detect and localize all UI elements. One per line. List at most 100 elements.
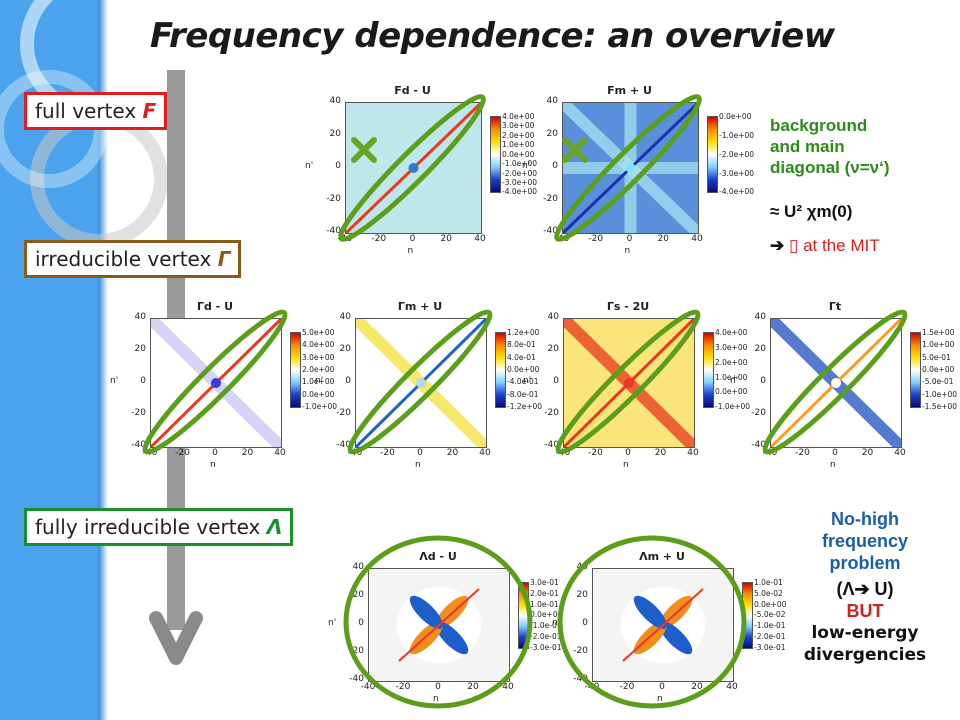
y-tick-label: -20 xyxy=(349,646,364,656)
plot-title: Γs - 2U xyxy=(606,300,650,313)
colorbar-label: 4.0e+00 xyxy=(502,112,535,121)
colorbar-label: -1.5e+00 xyxy=(922,402,958,412)
colorbar-label: -1.0e+00 xyxy=(302,402,338,412)
plot-title: Fd - U xyxy=(394,84,431,97)
fully-irreducible-vertex-box: fully irreducible vertex Λ xyxy=(24,508,294,546)
colorbar-label: 0.0e+00 xyxy=(719,112,752,121)
x-axis-label: n xyxy=(657,694,663,704)
colorbar-label: 1.0e+00 xyxy=(715,372,748,382)
x-tick-label: 0 xyxy=(832,448,838,458)
colorbar-label: -3.0e-01 xyxy=(754,642,786,652)
but-label: BUT xyxy=(846,601,884,621)
colorbar-label: 1.2e+00 xyxy=(507,328,540,337)
colorbar-label: -1.0e+00 xyxy=(502,159,538,169)
colorbar-label: 3.0e+00 xyxy=(302,352,335,362)
low-energy-line-1: low-energy xyxy=(811,623,919,643)
x-axis-label: n xyxy=(415,460,421,470)
colorbar-label: -4.0e+00 xyxy=(719,187,755,197)
x-tick-label: 20 xyxy=(446,448,459,458)
x-tick-label: -20 xyxy=(795,448,810,458)
plot-heatmap xyxy=(355,318,487,448)
colorbar-label: 0.0e+00 xyxy=(754,599,787,609)
x-tick-label: 0 xyxy=(625,448,631,458)
x-tick-label: -20 xyxy=(588,234,604,244)
plot-title: Γt xyxy=(828,300,842,313)
y-tick-label: 20 xyxy=(576,590,588,600)
colorbar-label: 5.0e+00 xyxy=(302,328,335,337)
plot-heatmap xyxy=(345,102,482,234)
y-axis-label: n' xyxy=(315,376,324,386)
colorbar-label: -4.0e-01 xyxy=(507,377,539,387)
colorbar-label: 1.0e-01 xyxy=(754,578,783,587)
x-tick-label: 40 xyxy=(687,448,699,458)
x-tick-label: -40 xyxy=(347,448,363,458)
colorbar-label: -3.0e+00 xyxy=(719,168,755,178)
colorbar-label: 4.0e+00 xyxy=(302,340,335,350)
heatmap-svg xyxy=(356,319,486,447)
x-tick-label: -20 xyxy=(619,682,635,692)
y-tick-label: 0 xyxy=(335,161,341,171)
colorbar-label: -3.0e-01 xyxy=(530,642,562,652)
colorbar xyxy=(703,332,714,409)
colorbar-label: -1.0e+00 xyxy=(922,389,958,399)
y-tick-label: 20 xyxy=(546,128,558,139)
y-tick-label: 0 xyxy=(140,376,146,386)
x-tick-label: -40 xyxy=(762,448,778,458)
y-tick-label: 40 xyxy=(754,312,766,322)
full-vertex-box: full vertex F xyxy=(24,92,168,130)
x-tick-label: -20 xyxy=(395,682,411,692)
y-tick-label: 0 xyxy=(760,376,766,386)
colorbar-label: 0.0e+00 xyxy=(302,389,335,399)
colorbar-label: 1.0e+00 xyxy=(502,140,535,150)
colorbar-label: -1.2e+00 xyxy=(507,402,543,412)
y-tick-label: 0 xyxy=(358,618,364,628)
colorbar-label: -5.0e-01 xyxy=(922,377,954,387)
x-axis-label: n xyxy=(830,460,836,470)
y-tick-label: 20 xyxy=(547,344,559,354)
y-axis-label: n' xyxy=(110,376,119,386)
fully-irreducible-vertex-label: fully irreducible vertex xyxy=(35,515,267,539)
plot-heatmap xyxy=(368,568,510,682)
x-tick-label: 20 xyxy=(467,682,479,692)
y-tick-label: 40 xyxy=(339,312,351,322)
x-tick-label: 40 xyxy=(502,682,514,692)
mit-text: at the MIT xyxy=(798,236,880,255)
x-tick-label: 40 xyxy=(479,448,491,458)
colorbar-label: -2.0e+00 xyxy=(719,149,755,159)
x-tick-label: 40 xyxy=(726,682,738,692)
colorbar-label: 0.0e+00 xyxy=(507,365,540,375)
slide-title: Frequency dependence: an overview xyxy=(150,16,835,56)
no-high-line-1: No-high xyxy=(831,509,899,529)
x-tick-label: -40 xyxy=(555,448,571,458)
x-tick-label: 40 xyxy=(691,234,703,244)
y-tick-label: 20 xyxy=(352,590,364,600)
colorbar-label: 4.0e+00 xyxy=(715,328,748,337)
y-tick-label: 20 xyxy=(339,344,351,354)
background-line-3: diagonal (ν=ν‘) xyxy=(770,158,890,177)
x-tick-label: 0 xyxy=(435,682,441,692)
heatmap-svg xyxy=(564,319,694,447)
x-tick-label: 0 xyxy=(409,234,416,244)
colorbar-label: 3.0e+00 xyxy=(715,342,748,352)
y-tick-label: 20 xyxy=(754,344,766,354)
y-axis-label: n' xyxy=(523,376,532,386)
plot-heatmap xyxy=(563,318,695,448)
y-tick-label: 40 xyxy=(547,312,559,322)
y-tick-label: -20 xyxy=(336,408,351,418)
colorbar-label: -2.0e-01 xyxy=(754,632,786,642)
colorbar-label: -8.0e-01 xyxy=(507,389,539,399)
low-energy-line-2: divergencies xyxy=(803,645,927,665)
y-axis-label: n' xyxy=(305,161,314,171)
no-high-frequency-note: No-high frequency problem (Λ➔ U) BUT low… xyxy=(790,508,940,666)
x-tick-label: 20 xyxy=(440,234,452,244)
colorbar-label: 2.0e+00 xyxy=(302,365,335,375)
heatmap-svg xyxy=(346,103,481,233)
approx-note: ≈ U² χm(0) xyxy=(770,202,853,221)
colorbar-label: -2.0e-01 xyxy=(530,632,562,642)
colorbar-label: -1.0e+00 xyxy=(715,402,751,412)
colorbar-label: -1.0e-01 xyxy=(530,621,562,631)
